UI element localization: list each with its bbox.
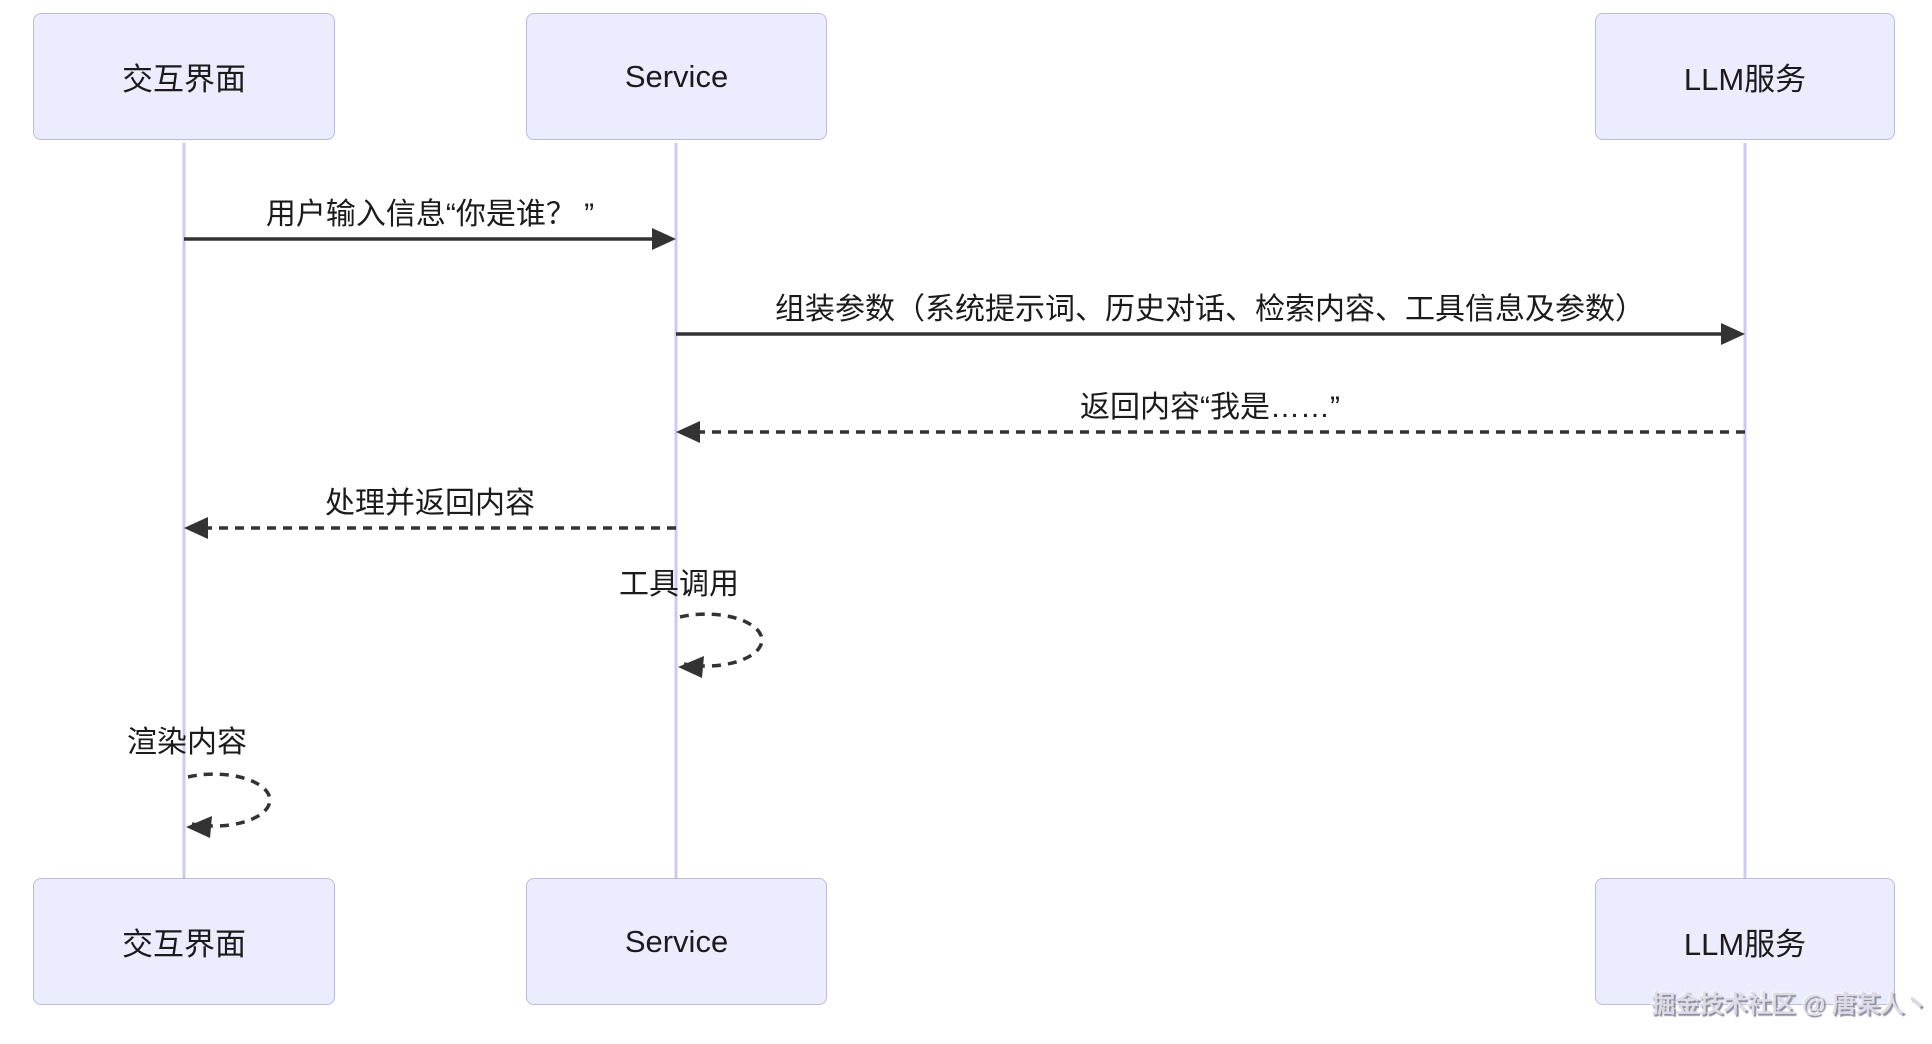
watermark: 掘金技术社区 @ 唐某人丶	[1651, 991, 1928, 1018]
actor-box-llm-bottom: LLM服务	[1595, 878, 1895, 1005]
self-loop-render	[187, 772, 272, 828]
actor-box-ui-bottom: 交互界面	[33, 878, 335, 1005]
arrowhead-left-icon	[186, 816, 212, 838]
actor-label-service: Service	[624, 58, 729, 94]
actor-label-ui: 交互界面	[122, 927, 246, 962]
message-label-user-input: 用户输入信息“你是谁？ ”	[265, 198, 595, 231]
actor-label-ui: 交互界面	[122, 62, 246, 97]
actor-box-service-bottom: Service	[526, 878, 827, 1005]
message-label-process-return: 处理并返回内容	[325, 487, 535, 520]
self-loop-tool-call	[679, 612, 764, 668]
message-label-render-content: 渲染内容	[127, 726, 247, 759]
actor-box-ui-top: 交互界面	[33, 13, 335, 140]
arrowhead-left-icon	[184, 517, 208, 539]
actor-label-service: Service	[624, 923, 729, 959]
message-label-return-content: 返回内容“我是……”	[1080, 391, 1340, 424]
message-label-tool-call: 工具调用	[619, 568, 739, 601]
arrowhead-left-icon	[676, 421, 700, 443]
actor-box-service-top: Service	[526, 13, 827, 140]
arrowhead-right-icon	[652, 228, 676, 250]
arrowhead-right-icon	[1721, 323, 1745, 345]
arrowhead-left-icon	[678, 656, 704, 678]
actor-label-llm: LLM服务	[1683, 62, 1807, 97]
actor-label-llm: LLM服务	[1683, 927, 1807, 962]
actor-box-llm-top: LLM服务	[1595, 13, 1895, 140]
message-label-assemble-params: 组装参数（系统提示词、历史对话、检索内容、工具信息及参数）	[775, 293, 1645, 326]
